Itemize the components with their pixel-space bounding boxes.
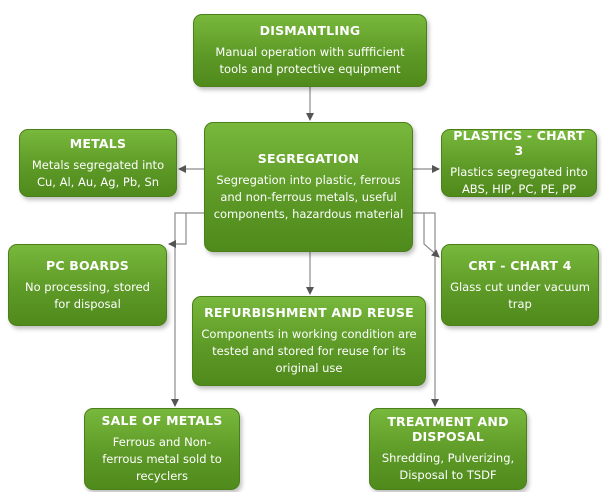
treatment-title: TREATMENT AND DISPOSAL <box>387 414 509 444</box>
plastics-desc: Plastics segregated into ABS, HIP, PC, P… <box>450 165 588 196</box>
arrow-to-crt <box>423 213 440 258</box>
sale-of-metals-desc: Ferrous and Non-ferrous metal sold to re… <box>102 435 222 483</box>
crt-title: CRT - CHART 4 <box>468 257 572 273</box>
plastics-title: PLASTICS - CHART 3 <box>453 128 585 158</box>
treatment-box: TREATMENT AND DISPOSAL Shredding, Pulver… <box>369 408 527 490</box>
metals-desc: Metals segregated into Cu, Al, Au, Ag, P… <box>31 157 165 189</box>
segregation-box: SEGREGATION Segregation into plastic, fe… <box>204 122 413 252</box>
pc-boards-desc: No processing, stored for disposal <box>25 279 150 311</box>
segregation-desc: Segregation into plastic, ferrous and no… <box>213 173 404 221</box>
connector-right-bracket <box>413 212 439 407</box>
segregation-title: SEGREGATION <box>257 151 360 166</box>
metals-box: METALS Metals segregated into Cu, Al, Au… <box>19 129 177 197</box>
dismantling-desc: Manual operation with suffficient tools … <box>215 45 405 76</box>
dismantling-title: DISMANTLING <box>259 23 361 38</box>
plastics-box: PLASTICS - CHART 3 Plastics segregated i… <box>441 128 597 197</box>
pc-boards-box: PC BOARDS No processing, stored for disp… <box>8 244 167 326</box>
crt-box: CRT - CHART 4 Glass cut under vacuum tra… <box>441 244 599 326</box>
refurbishment-title: REFURBISHMENT AND REUSE <box>204 305 414 320</box>
dismantling-box: DISMANTLING Manual operation with sufffi… <box>193 14 427 87</box>
arrow-to-pcboards <box>168 213 187 248</box>
refurbishment-box: REFURBISHMENT AND REUSE Components in wo… <box>192 296 426 386</box>
pc-boards-title: PC BOARDS <box>46 257 129 273</box>
sale-of-metals-title: SALE OF METALS <box>101 413 223 428</box>
treatment-desc: Shredding, Pulverizing, Disposal to TSDF <box>381 451 515 482</box>
metals-title: METALS <box>69 135 127 151</box>
crt-desc: Glass cut under vacuum trap <box>450 279 590 311</box>
connector-left-bracket <box>171 212 204 407</box>
refurbishment-desc: Components in working condition are test… <box>201 327 417 375</box>
sale-of-metals-box: SALE OF METALS Ferrous and Non-ferrous m… <box>84 408 240 490</box>
